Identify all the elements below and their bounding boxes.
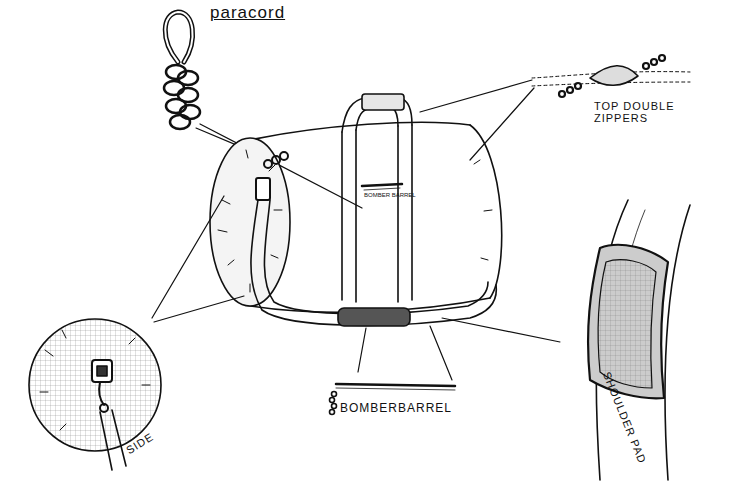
part-label: paracord xyxy=(210,4,285,23)
part-label: TOP DOUBLE ZIPPERS xyxy=(594,100,686,124)
part-label: BOMBERBARREL xyxy=(340,402,452,415)
bag-print: BOMBER BARREL xyxy=(364,192,416,199)
